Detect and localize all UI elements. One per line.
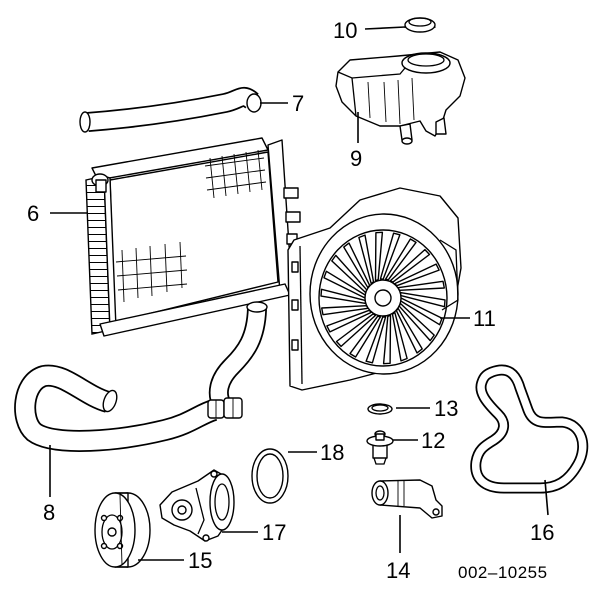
callout-15: 15 (188, 548, 212, 573)
callout-8: 8 (43, 500, 55, 525)
callout-18: 18 (320, 440, 344, 465)
part-9-drawing (335, 51, 466, 145)
figure-code: 002–10255 (458, 563, 548, 582)
fan-blade (389, 248, 431, 283)
part-18-drawing (251, 448, 289, 504)
part-14-drawing (371, 479, 443, 519)
part-10-drawing (404, 17, 436, 33)
fan-blade (382, 314, 392, 365)
fan-blade (384, 238, 417, 281)
callout-16: 16 (530, 520, 554, 545)
callout-13: 13 (434, 396, 458, 421)
callout-12: 12 (421, 428, 445, 453)
callout-17: 17 (262, 520, 286, 545)
callout-10: 10 (333, 18, 357, 43)
part-13-drawing (367, 403, 393, 415)
part-17-drawing (159, 469, 235, 542)
callout-9: 9 (350, 146, 362, 171)
part-6-drawing (85, 137, 301, 337)
hose-upper-section-drawing (219, 302, 268, 405)
leader-lines (49, 26, 549, 561)
part-16-drawing (476, 370, 583, 488)
fan-blade (379, 232, 401, 280)
callout-6: 6 (27, 201, 39, 226)
fan-blade (335, 313, 377, 348)
part-8-drawing (25, 376, 243, 441)
callout-7: 7 (292, 91, 304, 116)
fan-blade (365, 316, 387, 364)
part-15-drawing (94, 492, 151, 568)
callout-14: 14 (386, 558, 410, 583)
fan-blade (349, 315, 382, 358)
fan-blade (374, 231, 384, 282)
callout-11: 11 (473, 306, 496, 331)
part-11-drawing (287, 187, 462, 391)
part-7-drawing (80, 94, 261, 133)
part-12-drawing (366, 430, 394, 465)
fan-blades (320, 231, 446, 365)
